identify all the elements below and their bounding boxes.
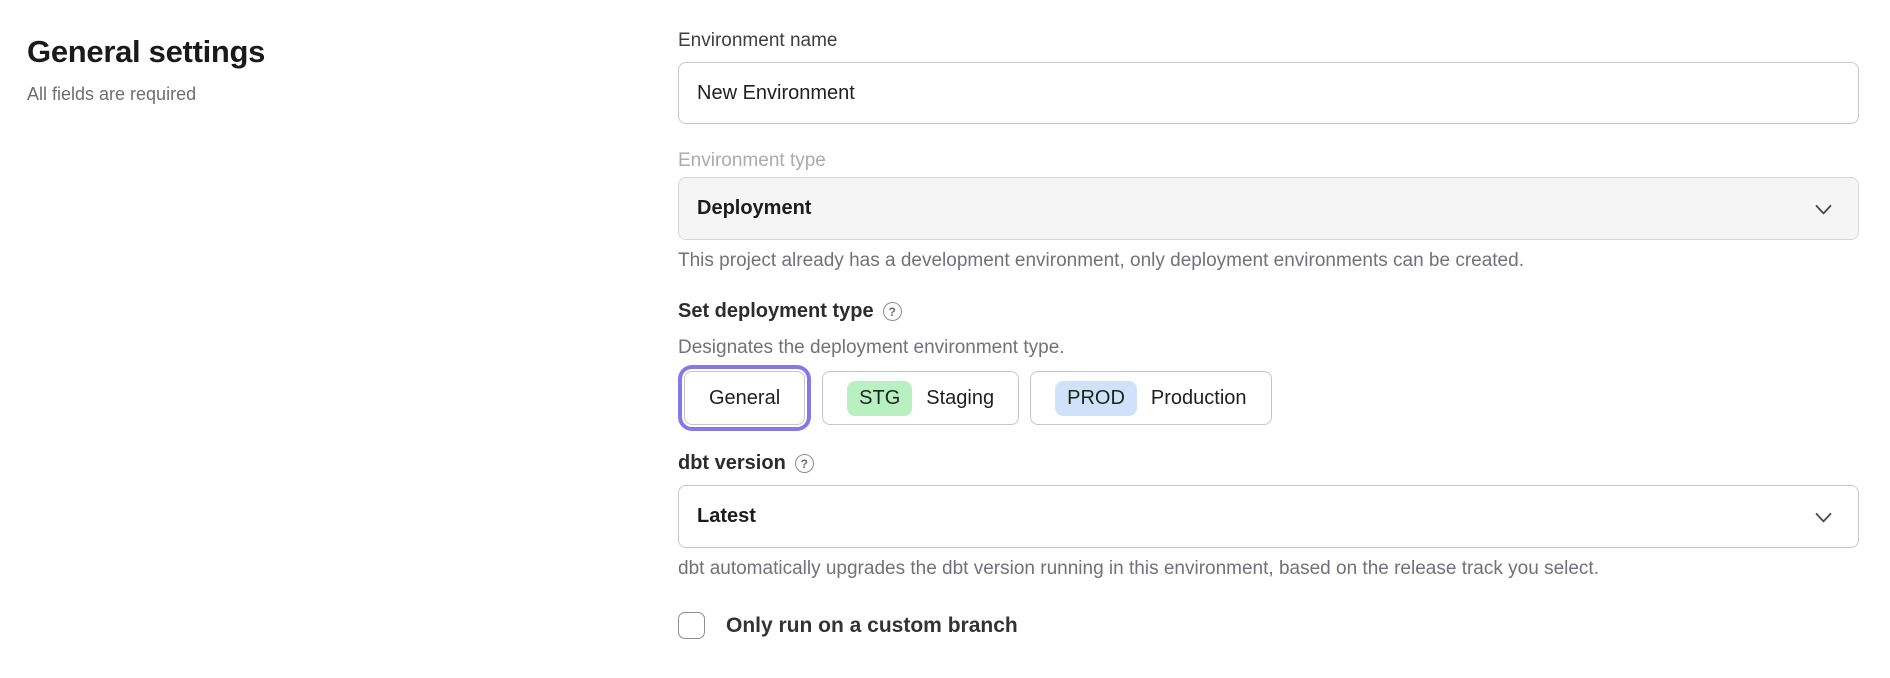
help-question-icon[interactable]: ? — [794, 454, 814, 473]
deployment-type-staging-label: Staging — [926, 386, 995, 409]
environment-type-helper: This project already has a development e… — [678, 250, 1524, 271]
page-subtitle: All fields are required — [27, 84, 197, 105]
environment-type-select: Deployment — [678, 177, 1859, 240]
deployment-type-title-text: Set deployment type — [678, 300, 874, 322]
custom-branch-row: Only run on a custom branch — [678, 612, 1859, 639]
environment-form: Environment name Environment type Deploy… — [678, 30, 1859, 639]
dbt-version-value: Latest — [697, 505, 756, 527]
deployment-type-staging-button[interactable]: STG Staging — [822, 371, 1020, 425]
production-badge: PROD — [1055, 380, 1137, 416]
chevron-down-icon — [1815, 512, 1832, 522]
deployment-type-general-button[interactable]: General — [684, 371, 806, 425]
chevron-down-icon — [1815, 204, 1832, 214]
deployment-type-section-title: Set deployment type ? — [678, 300, 1859, 323]
page-title: General settings — [27, 34, 266, 69]
dbt-version-title-text: dbt version — [678, 452, 786, 474]
staging-badge: STG — [847, 380, 913, 416]
deployment-type-description: Designates the deployment environment ty… — [678, 337, 1065, 358]
environment-name-input[interactable] — [678, 62, 1859, 124]
environment-type-label: Environment type — [678, 150, 826, 171]
environment-name-label: Environment name — [678, 30, 838, 51]
deployment-type-options: General STG Staging PROD Production — [678, 371, 1859, 425]
custom-branch-label[interactable]: Only run on a custom branch — [726, 613, 1018, 637]
settings-intro: General settings All fields are required — [27, 33, 587, 105]
dbt-version-section-title: dbt version ? — [678, 452, 1859, 475]
deployment-type-general-label: General — [709, 386, 781, 409]
custom-branch-checkbox[interactable] — [678, 612, 705, 639]
deployment-type-production-button[interactable]: PROD Production — [1030, 371, 1272, 425]
environment-type-value: Deployment — [697, 197, 812, 219]
dbt-version-helper: dbt automatically upgrades the dbt versi… — [678, 558, 1599, 579]
dbt-version-select[interactable]: Latest — [678, 485, 1859, 548]
help-question-icon[interactable]: ? — [882, 302, 902, 321]
deployment-type-production-label: Production — [1150, 386, 1247, 409]
